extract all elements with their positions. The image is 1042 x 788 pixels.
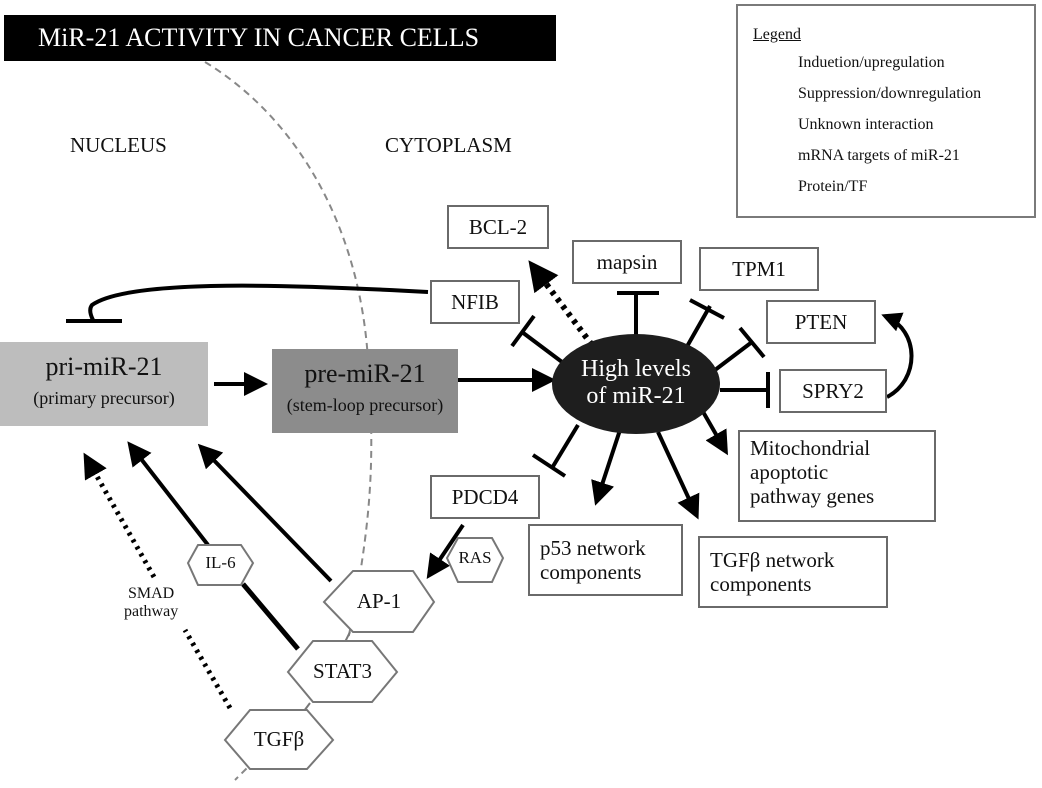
mito-line-1: Mitochondrial	[750, 436, 871, 460]
protein-ras: RAS	[458, 548, 492, 567]
protein-stat3: STAT3	[313, 659, 372, 683]
mrna-tgfb-network: TGFβ network components	[698, 536, 888, 608]
pri-mir21-desc: (primary precursor)	[33, 388, 175, 408]
legend-item-mrna: mRNA targets of miR-21	[798, 147, 960, 164]
mito-line-2: apoptotic	[750, 460, 829, 485]
suppression-edges	[510, 291, 770, 478]
hexagon-il6	[186, 544, 255, 586]
p53-line-1: p53 network	[540, 535, 646, 560]
smad-pathway-label: SMAD pathway	[124, 585, 178, 621]
arrow-pdcd4-to-ap1	[426, 523, 465, 579]
arrow-center-to-mito	[700, 409, 728, 456]
center-line-2: of miR-21	[586, 382, 686, 409]
mrna-mapsin: mapsin	[572, 240, 682, 284]
legend-title: Legend	[753, 26, 801, 43]
hexagon-ap1	[322, 570, 436, 633]
smad-line-2: pathway	[124, 602, 179, 620]
pri-mir21-name: pri-miR-21	[45, 352, 163, 381]
hexagon-stat3	[286, 640, 399, 703]
mrna-spry2: SPRY2	[779, 369, 887, 413]
protein-tgfb: TGFβ	[253, 727, 305, 751]
mrna-mitochondrial: Mitochondrial apoptotic pathway genes	[738, 430, 936, 522]
pre-mir21-box: pre-miR-21 (stem-loop precursor)	[272, 349, 458, 433]
arrow-smad-upper	[83, 452, 157, 579]
mir21-center-label: High levels of miR-21	[560, 356, 712, 410]
nfib-suppression-line	[88, 283, 429, 321]
pre-mir21-desc: (stem-loop precursor)	[286, 395, 444, 415]
legend-item-protein: Protein/TF	[798, 178, 868, 195]
arrow-spry2-to-pten	[881, 312, 914, 399]
smad-line-1: SMAD	[127, 585, 175, 602]
arrow-smad-lower	[182, 628, 233, 710]
arrow-center-to-p53	[591, 429, 622, 506]
mrna-nfib: NFIB	[430, 280, 520, 324]
legend: Legend Induetion/upregulation Suppressio…	[736, 4, 1036, 218]
center-line-1: High levels	[581, 356, 691, 382]
pre-mir21-name: pre-miR-21	[304, 359, 426, 388]
tgfb-net-line-1: TGFβ network	[710, 547, 835, 572]
tgfb-net-line-2: components	[710, 572, 812, 596]
nucleus-label: NUCLEUS	[70, 133, 167, 157]
mrna-bcl2: BCL-2	[447, 205, 549, 249]
legend-item-induction: Induetion/upregulation	[798, 54, 945, 71]
cytoplasm-label: CYTOPLASM	[385, 133, 512, 157]
mrna-pten: PTEN	[766, 300, 876, 344]
protein-ap1: AP-1	[356, 589, 402, 613]
legend-item-unknown: Unknown interaction	[798, 116, 934, 133]
mrna-p53-network: p53 network components	[528, 524, 683, 596]
legend-item-suppression: Suppression/downregulation	[798, 85, 982, 102]
diagram-title: MiR-21 ACTIVITY IN CANCER CELLS	[4, 15, 556, 61]
nuclear-membrane	[204, 61, 373, 641]
mrna-pdcd4: PDCD4	[430, 475, 540, 519]
arrow-ap1-to-pri	[197, 443, 333, 583]
arrow-center-to-tgfb-net	[656, 431, 700, 520]
hexagon-tgfb	[223, 709, 335, 770]
mrna-tpm1: TPM1	[699, 247, 819, 291]
arrow-center-to-bcl2	[528, 260, 595, 347]
mir21-oval	[552, 334, 720, 434]
hexagon-ras	[445, 537, 505, 583]
p53-line-2: components	[540, 560, 642, 584]
protein-il6: IL-6	[205, 553, 236, 572]
mito-line-3: pathway genes	[750, 484, 875, 509]
pri-mir21-box: pri-miR-21 (primary precursor)	[0, 342, 208, 426]
line-stat3-to-il6	[241, 582, 300, 651]
arrow-il6-to-pri	[127, 441, 210, 547]
